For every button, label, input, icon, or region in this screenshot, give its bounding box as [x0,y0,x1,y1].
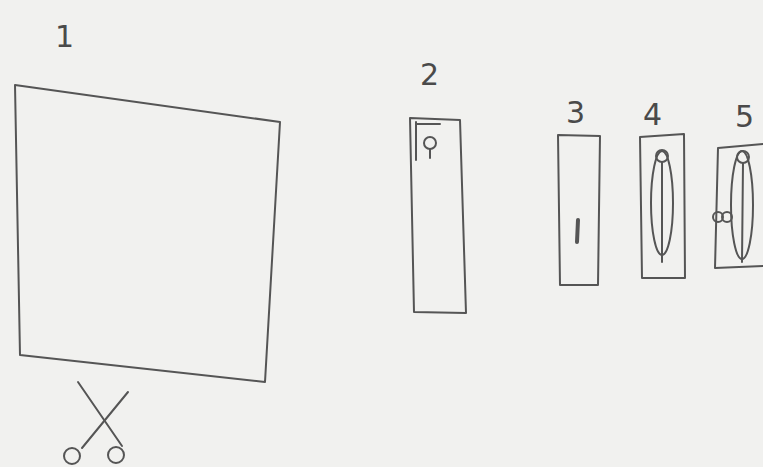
strip-step-4 [640,134,685,278]
paper-sheet [15,85,280,382]
callout-number: 1 [55,22,74,52]
strip-step-3 [558,135,600,285]
callout-number: 5 [735,102,754,132]
callout-number: 4 [643,100,662,130]
callout-number: 2 [420,60,439,90]
strip-step-5 [713,144,763,268]
callout-number: 3 [566,98,585,128]
strip-step-2 [410,118,466,313]
scissors-symbol [64,382,128,464]
